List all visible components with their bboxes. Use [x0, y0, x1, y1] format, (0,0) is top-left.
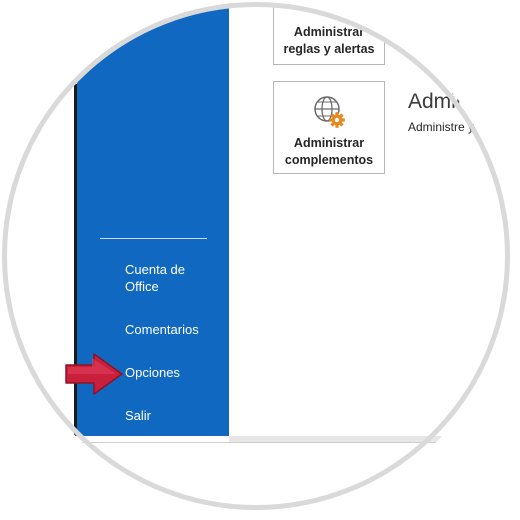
sidebar-divider [100, 238, 207, 239]
tile-label: reglas y alertas [283, 42, 375, 56]
sidebar-item-office-account[interactable]: Cuenta de Office [125, 261, 185, 295]
sidebar-item-label: Comentarios [125, 322, 199, 337]
manage-add-ins-tile[interactable]: Administrar complementos [273, 81, 385, 174]
sidebar-item-label: Office [125, 279, 159, 294]
tile-label: Administrar [293, 25, 365, 39]
window-bottom-border [77, 442, 477, 443]
manage-rules-alerts-tile[interactable]: Administrar reglas y alertas [273, 4, 385, 65]
tile-label: complementos [284, 153, 374, 167]
horizontal-scrollbar[interactable] [229, 436, 514, 442]
sidebar-item-label: Cuenta de [125, 262, 185, 277]
globe-gear-icon [314, 96, 345, 128]
circular-crop: Cuenta de Office Comentarios Opciones Sa… [4, 4, 514, 514]
sidebar-item-feedback[interactable]: Comentarios [125, 321, 199, 338]
window-border [74, 84, 77, 436]
backstage-main-pane [229, 4, 514, 436]
section-description: Administre y [408, 120, 475, 134]
sidebar-item-label: Opciones [125, 365, 180, 380]
section-heading: Admin [408, 90, 468, 113]
sidebar-item-exit[interactable]: Salir [125, 407, 151, 424]
sidebar-item-options[interactable]: Opciones [125, 364, 180, 381]
sidebar-item-label: Salir [125, 408, 152, 423]
tile-label: Administrar [293, 136, 365, 150]
arrow-right-icon [65, 353, 123, 395]
